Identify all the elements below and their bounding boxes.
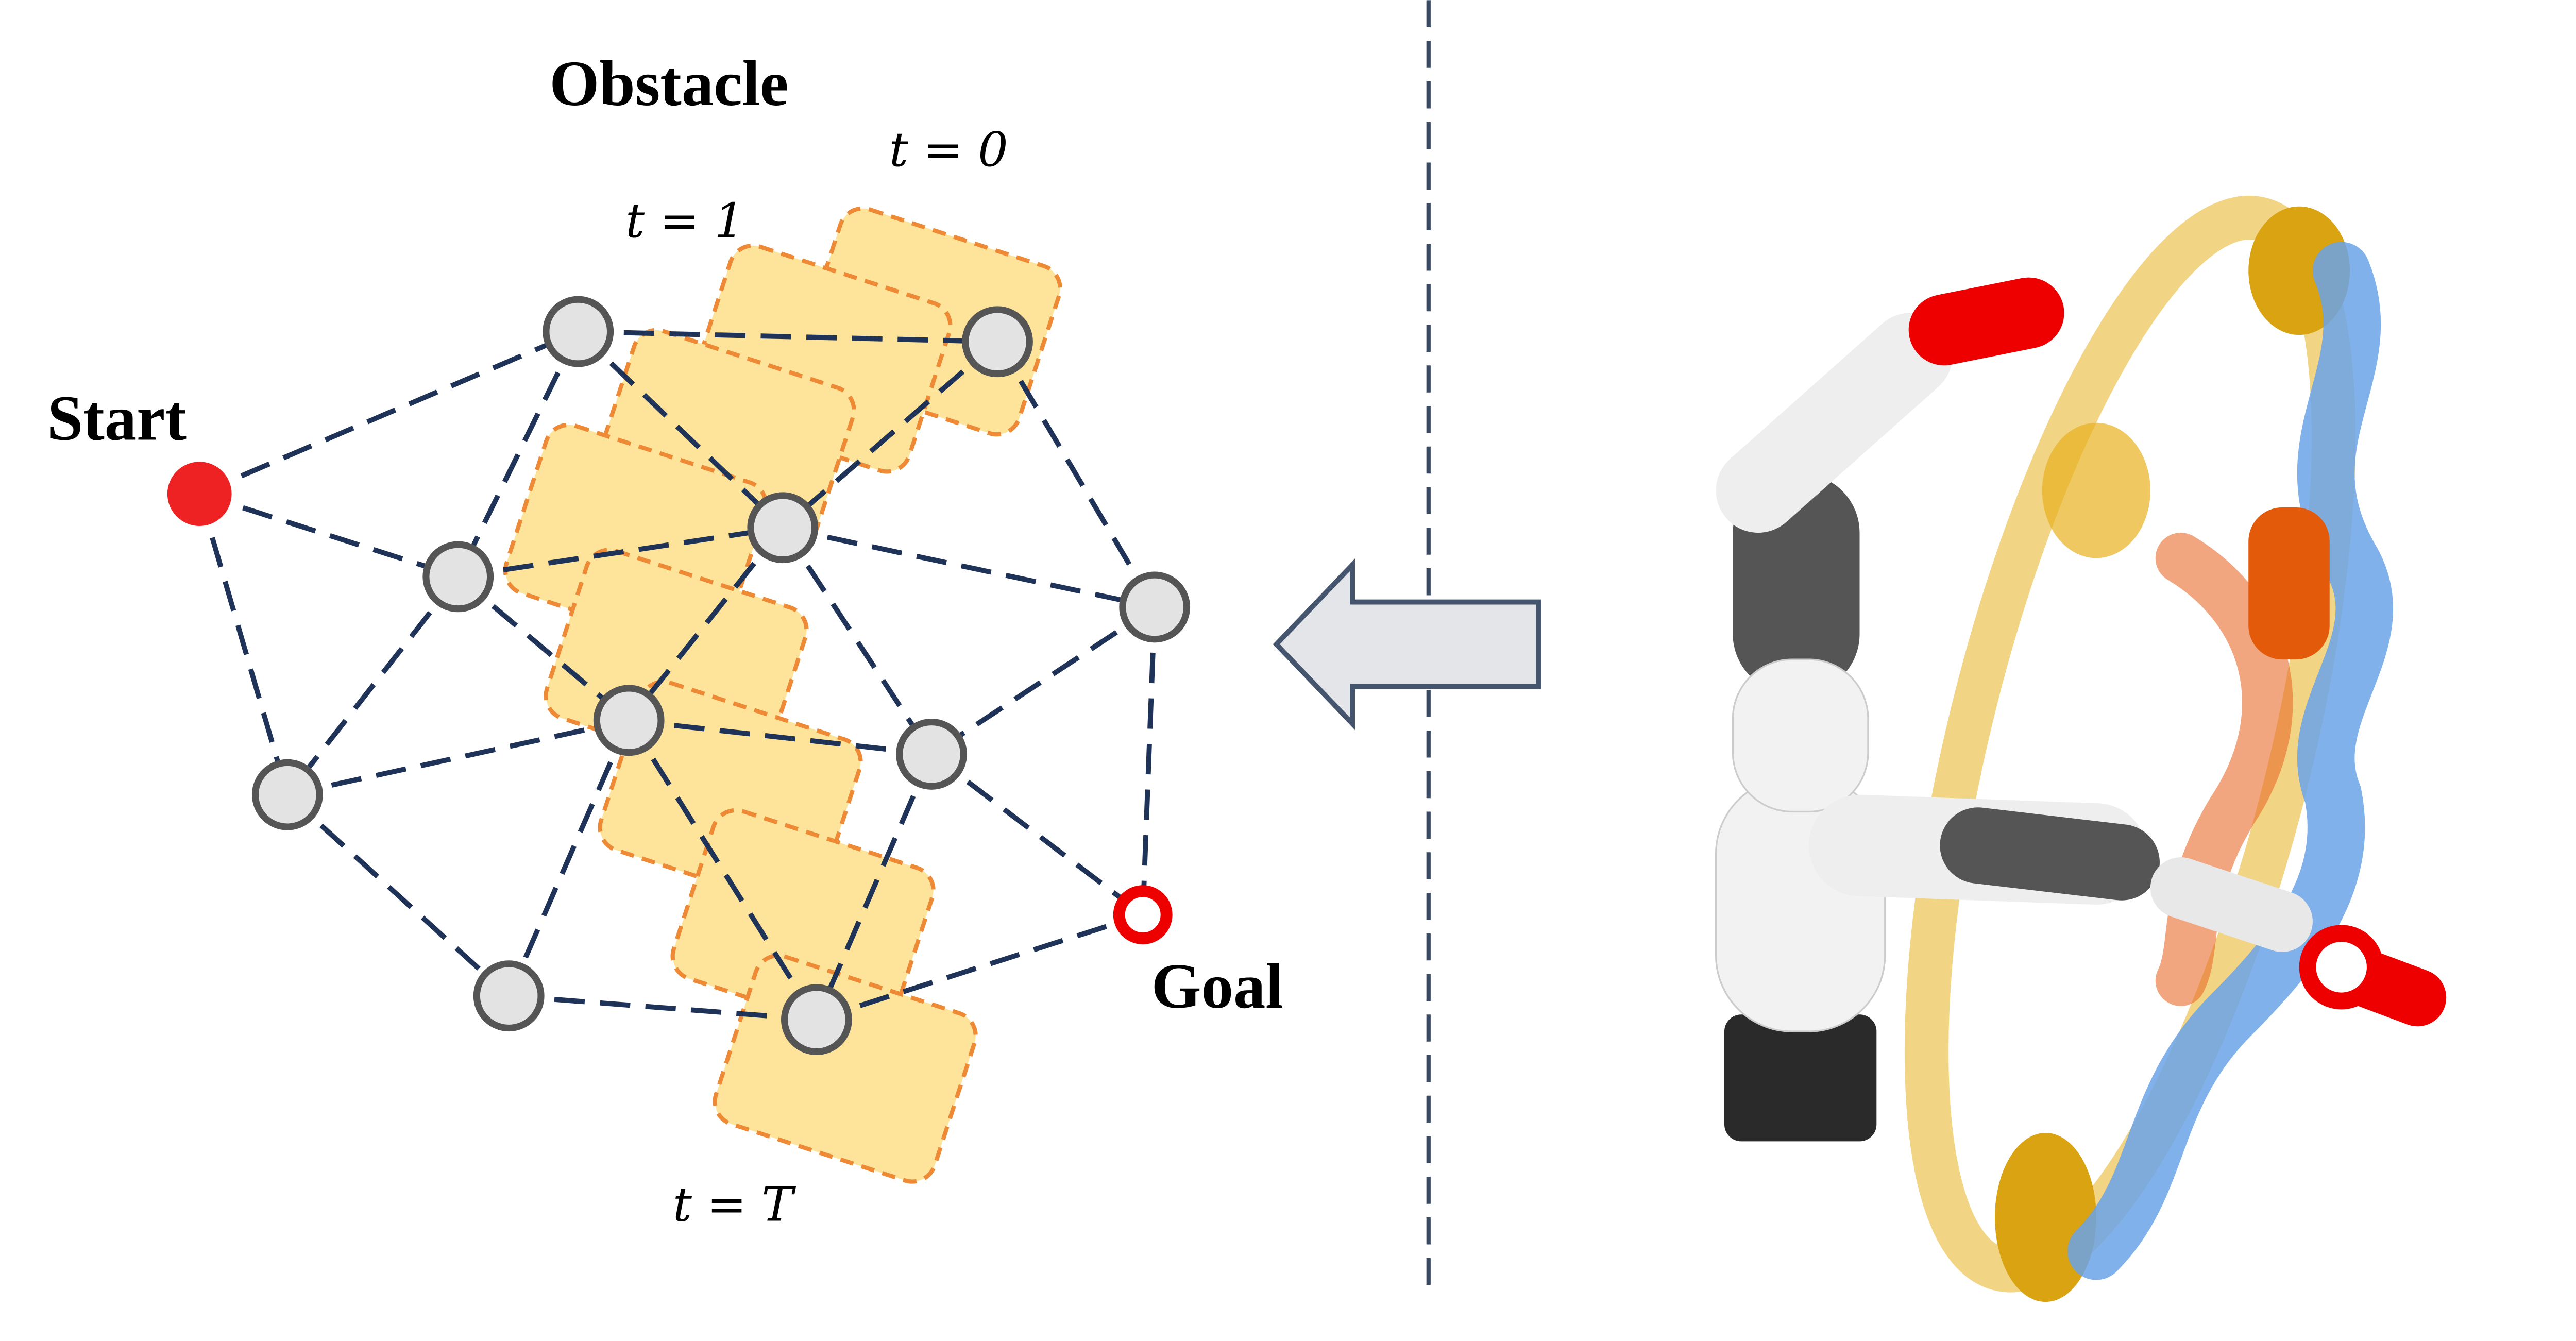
node xyxy=(1119,571,1191,643)
start-label: Start xyxy=(47,383,187,454)
node xyxy=(962,306,1033,378)
robot-link-dark-lower xyxy=(1940,807,2160,901)
obstacle-sweep xyxy=(503,206,1062,1184)
robot-link-orange xyxy=(2248,507,2330,660)
node xyxy=(251,759,323,830)
start-node xyxy=(167,462,232,526)
robot-link-white xyxy=(1732,658,1869,813)
robot-link-white-upper xyxy=(1716,313,1953,533)
robot-end-effector-start xyxy=(1908,277,2064,366)
node xyxy=(422,541,494,613)
goal-node xyxy=(1113,885,1173,945)
node xyxy=(896,719,967,790)
trajectory-end-bottom xyxy=(1995,1132,2096,1302)
tT-label: t = T xyxy=(673,1177,796,1232)
goal-label: Goal xyxy=(1151,950,1283,1022)
trajectory-mid xyxy=(2042,422,2150,558)
robot-arm-blue xyxy=(2067,242,2393,1280)
robot-base xyxy=(1724,1014,1877,1142)
arrow-left-icon xyxy=(1273,558,1541,731)
goal-marker xyxy=(2299,925,2384,1010)
trajectory-loop xyxy=(1904,195,2356,1293)
robot-arm-illustration xyxy=(1715,195,2447,1302)
t1-label: t = 1 xyxy=(625,193,744,248)
node xyxy=(593,685,665,756)
obstacle-t6 xyxy=(670,808,936,1039)
t0-label: t = 0 xyxy=(889,122,1008,177)
node xyxy=(747,492,819,564)
roadmap-edges xyxy=(197,329,1158,1023)
node xyxy=(543,296,614,367)
node xyxy=(473,960,545,1032)
robot-arm-orange xyxy=(2155,533,2293,1006)
node xyxy=(781,984,852,1056)
obstacle-tT xyxy=(713,953,978,1184)
roadmap-nodes xyxy=(167,296,1191,1056)
obstacle-label: Obstacle xyxy=(549,48,788,119)
robot-wrist xyxy=(2150,857,2313,952)
